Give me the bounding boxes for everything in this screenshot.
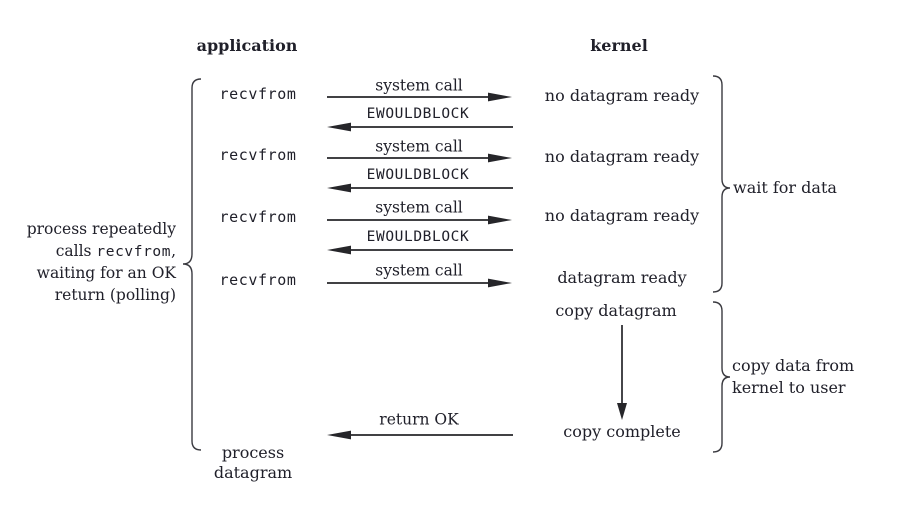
copy-complete-label: copy complete bbox=[563, 422, 681, 442]
kernel-state-2: no datagram ready bbox=[544, 147, 700, 167]
copy-datagram-label: copy datagram bbox=[555, 301, 677, 321]
polling-note-brace bbox=[182, 78, 202, 451]
process-datagram-line2: datagram bbox=[213, 463, 293, 483]
copy-data-annotation-line2: kernel to user bbox=[732, 378, 846, 398]
recvfrom-call-3: recvfrom bbox=[219, 207, 297, 226]
system-call-arrow-1 bbox=[327, 92, 512, 102]
polling-note-line3: waiting for an OK bbox=[36, 264, 176, 283]
ewouldblock-label-2: EWOULDBLOCK bbox=[366, 167, 470, 184]
ewouldblock-arrow-3 bbox=[327, 245, 513, 255]
system-call-label-2: system call bbox=[375, 137, 463, 156]
polling-note-line2-post: , bbox=[171, 241, 176, 260]
polling-note-line4: return (polling) bbox=[54, 286, 176, 305]
copy-data-brace bbox=[712, 301, 731, 453]
recvfrom-call-4: recvfrom bbox=[219, 270, 297, 289]
ewouldblock-arrow-2 bbox=[327, 183, 513, 193]
wait-for-data-brace bbox=[712, 75, 731, 293]
kernel-state-4: datagram ready bbox=[557, 268, 687, 288]
copy-progress-arrow bbox=[617, 325, 627, 420]
recvfrom-call-2: recvfrom bbox=[219, 145, 297, 164]
system-call-label-4: system call bbox=[375, 261, 463, 280]
wait-for-data-annotation: wait for data bbox=[733, 178, 837, 198]
system-call-label-1: system call bbox=[375, 76, 463, 95]
application-column-header: application bbox=[196, 36, 298, 56]
ewouldblock-label-3: EWOULDBLOCK bbox=[366, 229, 470, 246]
ewouldblock-label-1: EWOULDBLOCK bbox=[366, 106, 470, 123]
ewouldblock-arrow-1 bbox=[327, 122, 513, 132]
kernel-state-1: no datagram ready bbox=[544, 86, 700, 106]
process-datagram-line1: process bbox=[221, 443, 285, 463]
kernel-column-header: kernel bbox=[590, 36, 648, 56]
recvfrom-call-1: recvfrom bbox=[219, 84, 297, 103]
return-ok-arrow bbox=[327, 430, 513, 440]
system-call-label-3: system call bbox=[375, 198, 463, 217]
polling-note-line1: process repeatedly bbox=[26, 220, 176, 238]
polling-note-line2: calls recvfrom, bbox=[27, 241, 176, 264]
copy-data-annotation-line1: copy data from bbox=[732, 356, 855, 376]
system-call-arrow-3 bbox=[327, 215, 512, 225]
system-call-arrow-4 bbox=[327, 278, 512, 288]
polling-note-line2-pre: calls bbox=[55, 241, 97, 260]
system-call-arrow-2 bbox=[327, 153, 512, 163]
kernel-state-3: no datagram ready bbox=[544, 206, 700, 226]
polling-note: process repeatedly calls recvfrom, waiti… bbox=[27, 219, 176, 307]
polling-note-recvfrom-code: recvfrom bbox=[96, 243, 172, 260]
return-ok-label: return OK bbox=[379, 410, 459, 429]
